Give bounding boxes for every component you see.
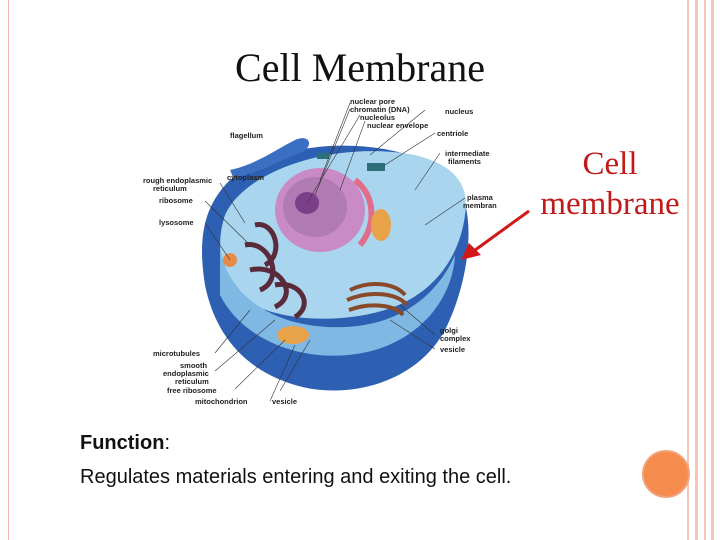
decor-dot bbox=[642, 450, 690, 498]
callout-label: Cell membrane bbox=[530, 144, 690, 224]
label-centriole: centriole bbox=[437, 129, 468, 138]
mitochondrion bbox=[371, 209, 391, 241]
label-rough-er: reticulum bbox=[153, 184, 187, 193]
golgi-complex bbox=[346, 282, 409, 317]
label-nucleus: nucleus bbox=[445, 107, 473, 116]
flagellum bbox=[230, 138, 310, 177]
label-membrane: membran bbox=[463, 201, 497, 210]
label-plasma: plasma bbox=[467, 193, 494, 202]
decor-stripe bbox=[711, 0, 714, 540]
callout-line: Cell bbox=[582, 146, 638, 182]
function-colon: : bbox=[164, 432, 170, 454]
label-lysosome: lysosome bbox=[159, 218, 194, 227]
slide-title: Cell Membrane bbox=[235, 45, 485, 90]
label-nucleolus: nucleolus bbox=[360, 113, 395, 122]
label-flagellum: flagellum bbox=[230, 131, 263, 140]
decor-stripe bbox=[695, 0, 698, 540]
label-nuclear-envelope: nuclear envelope bbox=[367, 121, 428, 130]
label-free-ribosome: free ribosome bbox=[167, 386, 217, 395]
label-intermediate: intermediate bbox=[445, 149, 490, 158]
mitochondrion bbox=[277, 326, 309, 344]
label-vesicle: vesicle bbox=[272, 397, 297, 406]
label-chromatin: chromatin (DNA) bbox=[350, 105, 410, 114]
label-microtubules: microtubules bbox=[153, 349, 200, 358]
label-nuclear-pore: nuclear pore bbox=[350, 97, 395, 106]
label-golgi: golgi bbox=[440, 326, 458, 335]
decor-stripe bbox=[687, 0, 689, 540]
label-mitochondrion: mitochondrion bbox=[195, 397, 248, 406]
label-smooth-er: smooth bbox=[180, 361, 208, 370]
label-golgi: complex bbox=[440, 334, 471, 343]
label-rough-er: rough endoplasmic bbox=[143, 176, 212, 185]
function-heading-label: Function bbox=[80, 432, 165, 454]
callout-arrow bbox=[461, 209, 530, 260]
decor-stripe bbox=[704, 0, 706, 540]
function-heading: Function: bbox=[80, 432, 170, 455]
function-text: Regulates materials entering and exiting… bbox=[80, 466, 512, 488]
animal-cell-diagram: nuclear pore chromatin (DNA) nucleolus n… bbox=[143, 97, 497, 406]
label-smooth-er: endoplasmic bbox=[163, 369, 209, 378]
centriole bbox=[367, 163, 385, 171]
rough-er bbox=[244, 222, 307, 320]
label-smooth-er: reticulum bbox=[175, 377, 209, 386]
label-cytoplasm: cytoplasm bbox=[227, 173, 264, 182]
slide-frame-line bbox=[8, 0, 9, 540]
callout-line: membrane bbox=[540, 186, 680, 222]
label-vesicle: vesicle bbox=[440, 345, 465, 354]
label-filaments: filaments bbox=[448, 157, 481, 166]
label-ribosome: ribosome bbox=[159, 196, 193, 205]
